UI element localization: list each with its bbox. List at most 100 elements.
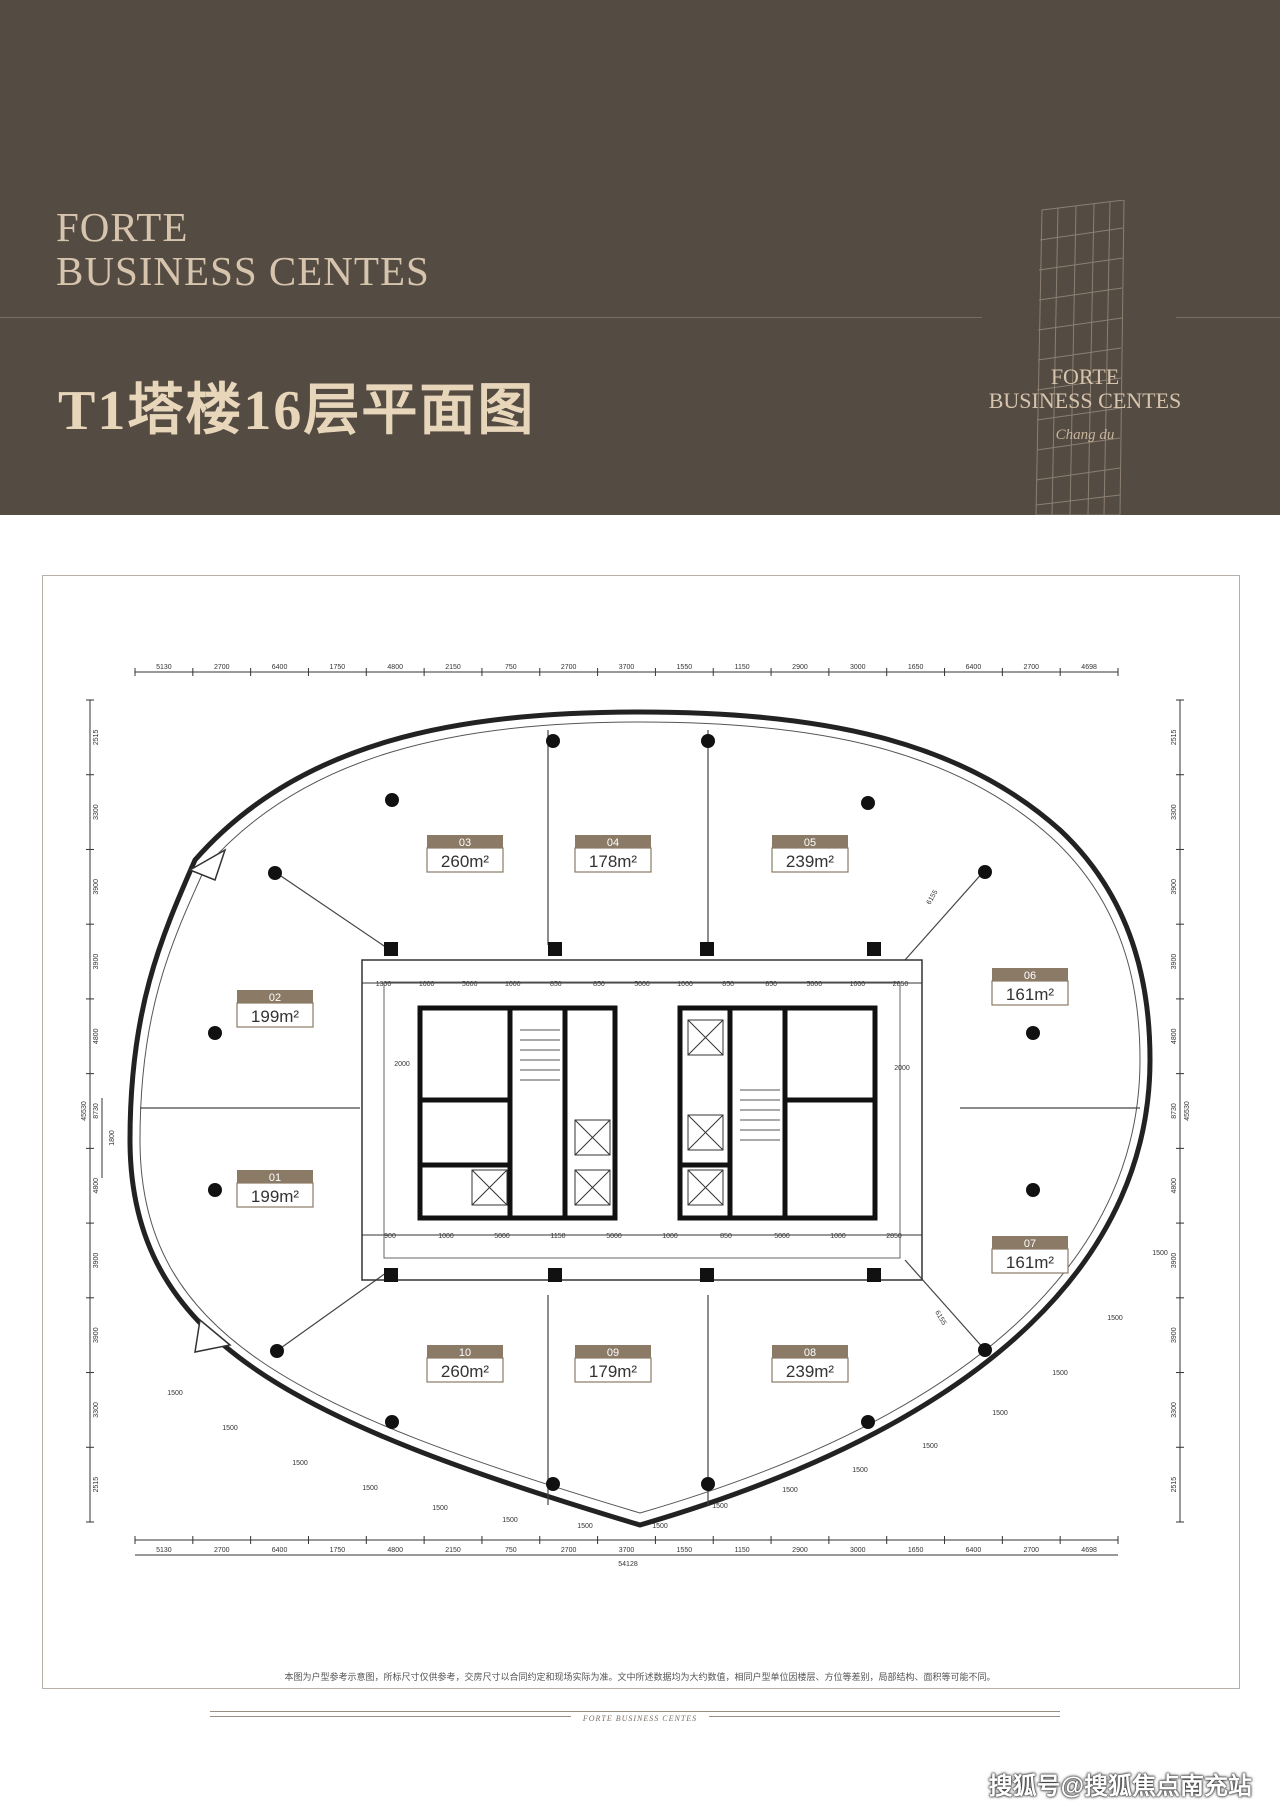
curtain-label: 1500 xyxy=(1107,1315,1123,1322)
dim-label: 4800 xyxy=(1171,1028,1178,1044)
footer-brand: FORTE BUSINESS CENTES xyxy=(0,1708,1280,1726)
dim-label: 1150 xyxy=(735,1547,750,1554)
dim-label: 2700 xyxy=(214,1547,230,1554)
badge-header xyxy=(427,1345,503,1358)
badge-header xyxy=(575,835,651,848)
badge-body xyxy=(771,1357,849,1383)
dim-label: 6400 xyxy=(966,664,982,671)
unit-area: 199m² xyxy=(251,1187,300,1206)
unit-badges: 03260m²04178m²05239m²02199m²06161m²01199… xyxy=(236,835,1069,1383)
dim-label: 4698 xyxy=(1081,664,1097,671)
dim-label: 850 xyxy=(593,981,605,988)
curtain-label: 1500 xyxy=(432,1505,448,1512)
divider-line xyxy=(0,317,982,318)
unit-code: 09 xyxy=(607,1347,619,1359)
dim-label: 2700 xyxy=(1023,1547,1039,1554)
curtain-label: 1500 xyxy=(782,1487,798,1494)
total-height-label: 45530 xyxy=(81,1101,88,1121)
dim-label: 1750 xyxy=(330,1547,346,1554)
curtain-label: 1500 xyxy=(1152,1250,1168,1257)
unit-badge-07: 07 161m² xyxy=(991,1236,1069,1274)
unit-code: 04 xyxy=(607,837,619,849)
core-ring-outer xyxy=(361,959,923,1281)
curtain-label: 1500 xyxy=(167,1390,183,1397)
dim-label: 1650 xyxy=(908,664,924,671)
dim-label: 4800 xyxy=(1171,1178,1178,1194)
brand-line-1: FORTE xyxy=(56,204,189,250)
core-side-label-right: 2000 xyxy=(894,1065,910,1072)
unit-area: 178m² xyxy=(589,852,638,871)
unit-area: 161m² xyxy=(1006,985,1055,1004)
structural-columns xyxy=(208,734,1040,1491)
dim-label: 3900 xyxy=(93,954,100,970)
dim-label: 3700 xyxy=(619,664,635,671)
curtain-label: 1500 xyxy=(292,1460,308,1467)
tower-illustration-icon xyxy=(1035,200,1125,515)
unit-code: 06 xyxy=(1024,970,1036,982)
curtain-label: 1500 xyxy=(992,1410,1008,1417)
dim-label: 2700 xyxy=(561,664,577,671)
dimension-ticks xyxy=(86,668,1184,1544)
footer-brand-text: FORTE BUSINESS CENTES xyxy=(570,1714,710,1723)
badge-header xyxy=(992,1236,1068,1249)
dim-label: 2515 xyxy=(1171,1477,1178,1493)
watermark: 搜狐号@搜狐焦点南充站 xyxy=(988,1773,1252,1800)
badge-body xyxy=(236,1182,314,1208)
building-outline xyxy=(127,709,1153,1528)
dim-label: 5000 xyxy=(634,981,650,988)
core-left xyxy=(417,1005,618,1221)
badge-header xyxy=(237,1170,313,1183)
dim-label: 1150 xyxy=(550,1233,565,1240)
notch-left xyxy=(188,848,227,881)
logo-block: FORTE BUSINESS CENTES Chang du xyxy=(960,365,1210,447)
unit-area: 239m² xyxy=(786,852,835,871)
dim-label: 2850 xyxy=(893,981,909,988)
dim-label: 1000 xyxy=(662,1233,678,1240)
dim-label: 2900 xyxy=(792,664,808,671)
dim-label: 5130 xyxy=(156,664,172,671)
dim-label: 850 xyxy=(765,981,777,988)
unit-area: 161m² xyxy=(1006,1253,1055,1272)
core-side-label: 2000 xyxy=(394,1061,410,1068)
header-banner: FORTE BUSINESS CENTES T1塔楼16层平面图 FORTE B… xyxy=(0,0,1280,515)
dim-label: 2150 xyxy=(445,1547,461,1554)
dim-label: 3300 xyxy=(1171,804,1178,820)
badge-body xyxy=(236,1002,314,1028)
curtain-label: 1500 xyxy=(1052,1370,1068,1377)
brand-wordmark: FORTE BUSINESS CENTES xyxy=(56,205,430,293)
dim-label: 6400 xyxy=(966,1547,982,1554)
curtain-label: 1500 xyxy=(922,1443,938,1450)
dim-label: 1650 xyxy=(908,1547,924,1554)
dim-label: 4800 xyxy=(387,1547,403,1554)
badge-header xyxy=(237,990,313,1003)
dim-label: 4800 xyxy=(93,1178,100,1194)
curtain-label: 1500 xyxy=(222,1425,238,1432)
badge-body xyxy=(991,1248,1069,1274)
core-ring-inner xyxy=(383,981,901,1259)
dim-label: 1000 xyxy=(438,1233,454,1240)
partition-walls xyxy=(140,730,1140,1505)
dim-label: 2515 xyxy=(93,729,100,745)
dimension-lines xyxy=(89,671,1181,1556)
dim-label: 5000 xyxy=(606,1233,622,1240)
badge-body xyxy=(426,1357,504,1383)
dim-label: 1550 xyxy=(677,1547,693,1554)
badge-header xyxy=(772,1345,848,1358)
dim-label: 2150 xyxy=(445,664,461,671)
curtain-label: 1500 xyxy=(362,1485,378,1492)
disclaimer-text: 本图为户型参考示意图，所标尺寸仅供参考，交房尺寸以合同约定和现场实际为准。文中所… xyxy=(284,1672,996,1682)
unit-code: 07 xyxy=(1024,1238,1036,1250)
dim-label: 1000 xyxy=(830,1233,846,1240)
divider-line xyxy=(1176,317,1280,318)
unit-code: 08 xyxy=(804,1347,816,1359)
dim-label: 3900 xyxy=(1171,879,1178,895)
dim-label: 3900 xyxy=(93,879,100,895)
notch-bottom-left xyxy=(194,1318,232,1353)
